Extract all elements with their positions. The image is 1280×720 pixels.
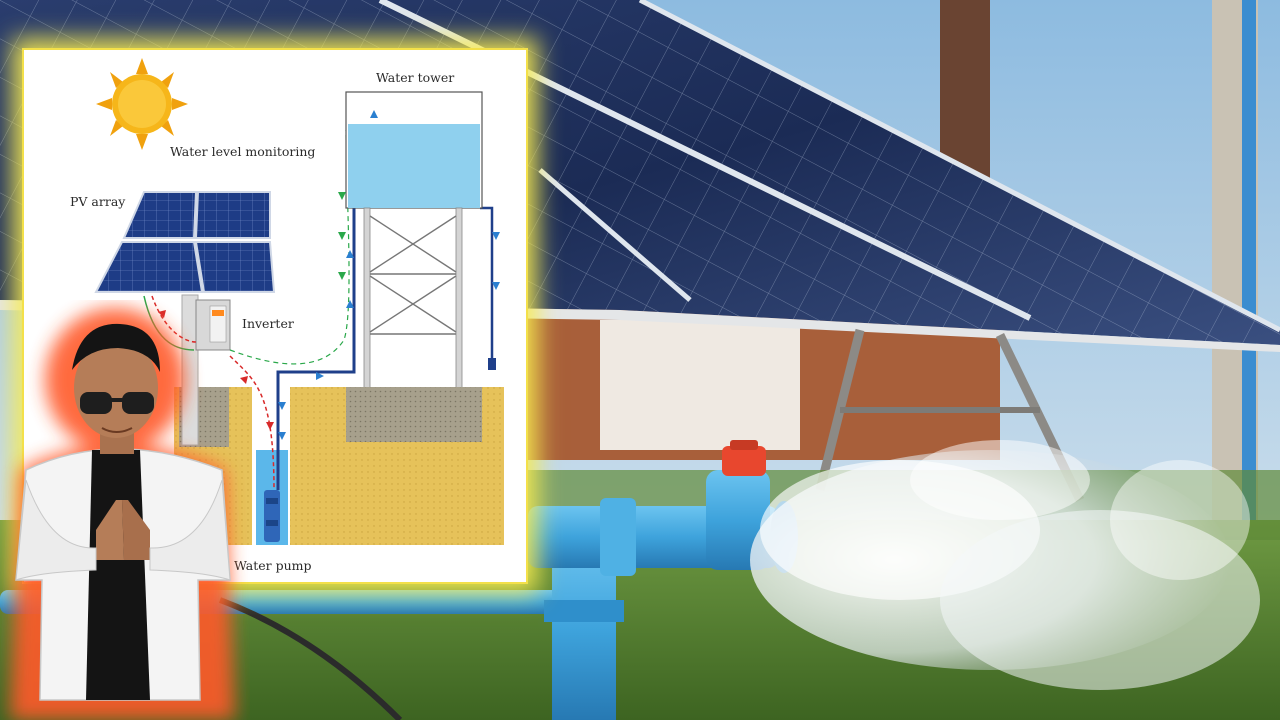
water-tower-icon [345, 91, 483, 442]
diagram-graphics [94, 58, 504, 545]
sunglasses-icon [80, 392, 154, 414]
water-splash [750, 440, 1260, 690]
presenter-hands [96, 500, 150, 560]
presenter [10, 308, 235, 720]
inverter-icon [195, 299, 231, 351]
label-pv-array: PV array [70, 194, 126, 209]
label-inverter: Inverter [242, 316, 294, 331]
solar-panel-icon [94, 191, 276, 293]
water-pump-icon [264, 490, 280, 542]
label-water-level-monitoring: Water level monitoring [170, 144, 316, 159]
sun-icon [96, 58, 188, 150]
label-water-tower: Water tower [376, 70, 455, 85]
valve-handle [722, 446, 766, 476]
label-water-pump: Water pump [234, 558, 312, 573]
